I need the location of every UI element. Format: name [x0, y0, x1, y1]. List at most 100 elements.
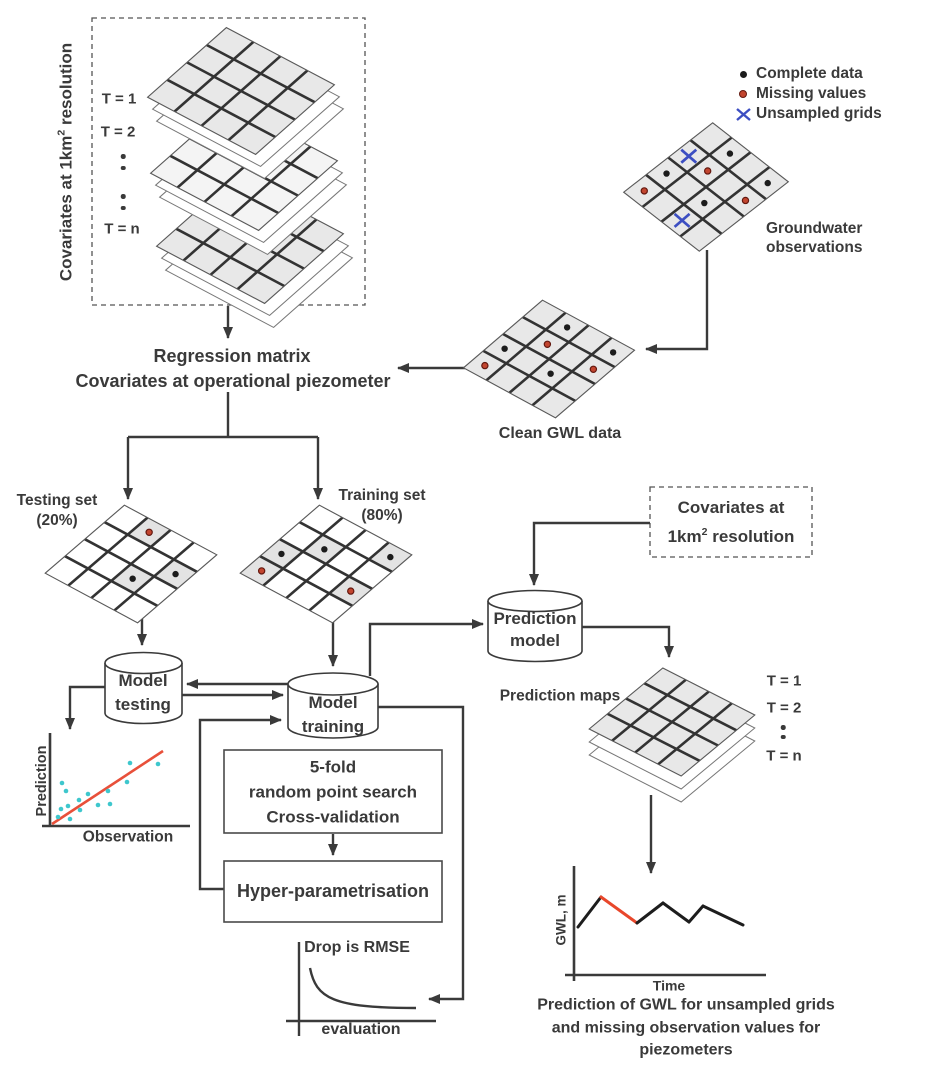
- rmse-evaluation-chart: [286, 942, 436, 1036]
- arrow-observations-to-clean: [645, 250, 709, 354]
- gwl-predicted-segment: [599, 895, 639, 925]
- legend-label: Complete data: [756, 65, 863, 83]
- complete-data-dot: [172, 570, 179, 578]
- arrow-hyper-parametrisation-to-model-training: [198, 715, 282, 891]
- model-training-label: Model training: [302, 691, 364, 739]
- label-line: Training set: [338, 487, 426, 504]
- connector-split: [128, 392, 318, 439]
- grid-groundwater-observations: [622, 122, 790, 252]
- scatter-point: [124, 779, 130, 785]
- scatter-point: [127, 760, 133, 766]
- gwl-observed-segment: [701, 904, 745, 927]
- clean-gwl-data-label: Clean GWL data: [498, 425, 622, 442]
- scatter-point: [63, 788, 69, 794]
- scatter-point: [107, 801, 113, 807]
- caption-line: and missing observation values for: [551, 1018, 821, 1036]
- scatter-point: [58, 806, 64, 812]
- complete-data-dot: [129, 575, 136, 582]
- bottom-caption: Prediction of GWL for unsampled grids an…: [537, 994, 835, 1062]
- evaluation-axes: [286, 942, 436, 1036]
- missing-value-dot: [543, 340, 552, 348]
- legend: Complete data Missing values Unsampled g…: [730, 64, 882, 124]
- scatter-plot-prediction-vs-observation: [42, 733, 190, 828]
- label-text: resolution: [707, 526, 795, 546]
- legend-item-missing-values: Missing values: [730, 84, 882, 104]
- covariates-right-box-label: Covariates at 1km2 resolution: [668, 495, 795, 549]
- scatter-point: [95, 802, 101, 808]
- unsampled-grid-x: [680, 148, 698, 164]
- groundwater-observations-label: Groundwater observations: [766, 219, 862, 257]
- caption-line: Prediction of GWL for unsampled grids: [537, 996, 835, 1014]
- label-text: 1km: [667, 526, 702, 546]
- cylinder-model-testing: [104, 651, 183, 725]
- scatter-point: [155, 761, 161, 767]
- label-line: (80%): [361, 507, 403, 524]
- grid-clean-gwl-data: [462, 299, 636, 419]
- cylinder-prediction-model: [487, 589, 583, 663]
- time-label-t2-right: T = 2: [766, 699, 802, 717]
- scatter-point: [55, 814, 61, 820]
- arrow-prediction-model-to-maps: [582, 625, 674, 658]
- superscript: 2: [701, 526, 708, 539]
- gwl-y-axis-label: GWL, m: [553, 894, 569, 946]
- legend-label: Missing values: [756, 85, 867, 103]
- label-line: Prediction: [493, 609, 577, 628]
- missing-value-dot: [703, 167, 712, 175]
- complete-data-dot: [387, 553, 394, 561]
- missing-value-dot: [640, 187, 648, 195]
- missing-value-dot: [347, 587, 355, 595]
- scatter-point: [85, 791, 91, 797]
- prediction-maps-label: Prediction maps: [499, 687, 621, 705]
- label-line: Groundwater: [766, 220, 863, 237]
- gwl-time-series-chart: [565, 866, 766, 981]
- scatter-point: [65, 803, 71, 809]
- scatter-x-axis-label: Observation: [82, 828, 174, 846]
- complete-data-dot: [726, 150, 734, 157]
- label-line: observations: [766, 239, 863, 256]
- missing-value-dot: [481, 361, 489, 370]
- arrow-covariates-to-prediction-model: [529, 521, 650, 586]
- complete-data-dot: [764, 179, 771, 187]
- complete-data-dot: [663, 170, 670, 177]
- time-label-t1: T = 1: [101, 90, 137, 108]
- cylinder-model-training: [287, 672, 379, 739]
- complete-data-dot: [321, 546, 328, 553]
- scatter-y-axis-label: Prediction: [33, 745, 50, 817]
- label-line: random point search: [248, 782, 418, 802]
- label-line: Covariates at: [677, 498, 785, 518]
- time-label-tn-right: T = n: [766, 747, 802, 765]
- caption-line: piezometers: [639, 1041, 733, 1059]
- label-line: 5-fold: [309, 757, 357, 777]
- label-line: Cross-validation: [266, 807, 400, 827]
- missing-value-dot: [257, 567, 266, 575]
- legend-item-complete-data: Complete data: [730, 64, 882, 84]
- complete-data-dot: [547, 370, 554, 377]
- scatter-point: [105, 788, 111, 794]
- scatter-point: [59, 780, 65, 786]
- model-testing-label: Model testing: [115, 669, 171, 717]
- gwl-observed-segment: [635, 901, 665, 925]
- covariates-stack-dashed-box: [91, 17, 366, 306]
- label-text: Covariates at 1km: [56, 135, 76, 282]
- time-label-t2: T = 2: [100, 123, 136, 141]
- cross-validation-box-label: 5-fold random point search Cross-validat…: [249, 755, 417, 830]
- label-line: (20%): [36, 512, 78, 529]
- complete-data-dot-icon: [730, 70, 756, 78]
- grid-training-set: [239, 504, 413, 624]
- complete-data-dot: [609, 349, 617, 356]
- prediction-model-label: Prediction model: [493, 608, 576, 652]
- gwl-axes: [565, 866, 766, 981]
- ellipsis-dots: [120, 147, 126, 177]
- rmse-drop-curve: [308, 967, 417, 1010]
- hyper-parametrisation-label: Hyper-parametrisation: [236, 880, 430, 901]
- legend-item-unsampled-grids: Unsampled grids: [730, 104, 882, 124]
- complete-data-dot: [563, 324, 571, 331]
- missing-values-dot-icon: [730, 90, 756, 98]
- grid-prediction-maps: [588, 667, 756, 803]
- cross-validation-box: [223, 749, 443, 834]
- scatter-axes: [42, 733, 190, 828]
- hyper-parametrisation-box: [223, 860, 443, 923]
- missing-value-dot: [741, 196, 750, 205]
- scatter-point: [67, 816, 73, 822]
